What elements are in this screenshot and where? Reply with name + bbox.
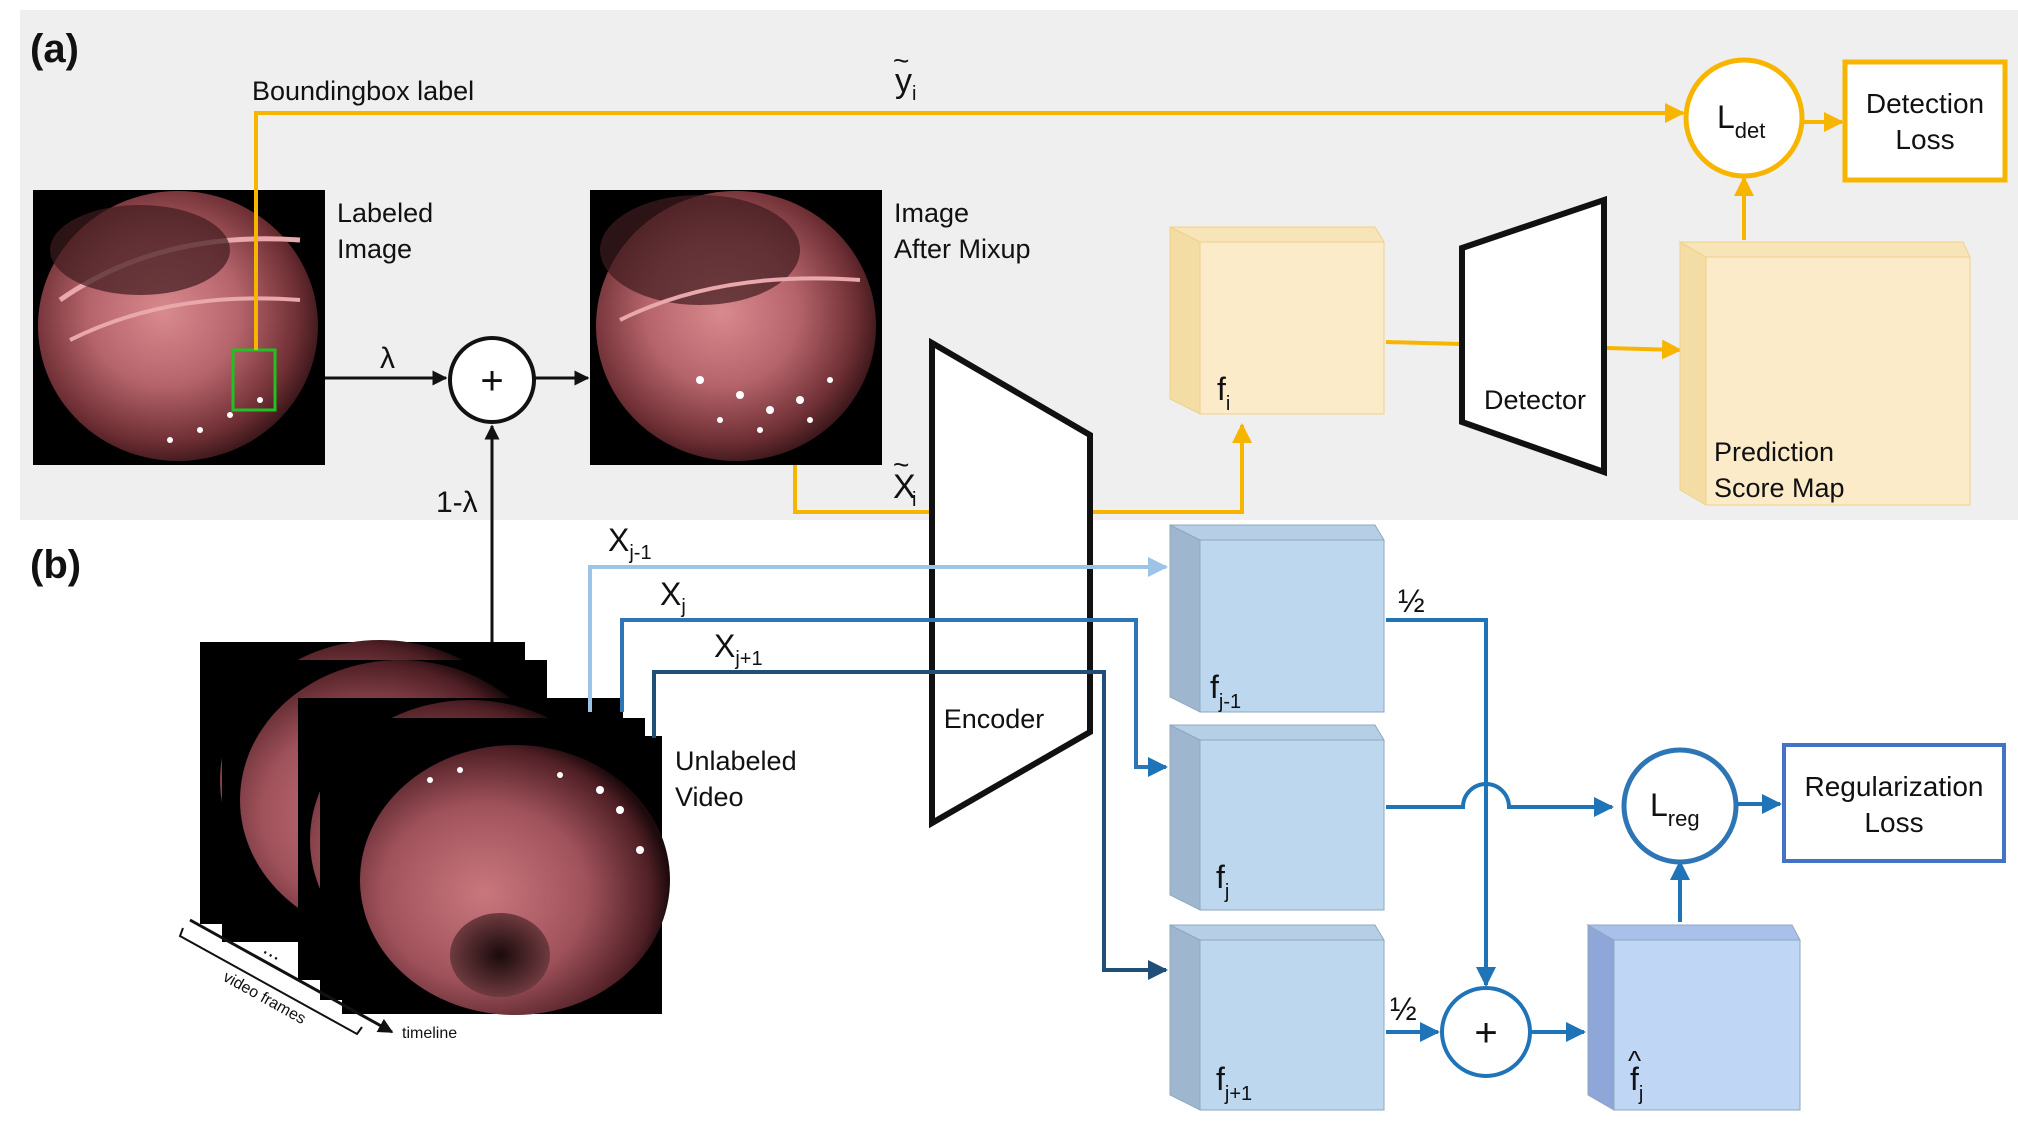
fj-minus1-to-sum-arrow <box>1386 618 1496 987</box>
labeled-image-label-2: Image <box>337 234 412 264</box>
feature-fj <box>1169 724 1385 911</box>
svg-text:i: i <box>912 489 916 511</box>
mixup-plus-node <box>448 336 536 424</box>
prediction-label-2: Score Map <box>1714 473 1845 503</box>
fj-to-lreg-arrow <box>1386 782 1614 817</box>
section-a-tag: (a) <box>30 27 79 71</box>
mixup-image-label-1: Image <box>894 198 969 228</box>
timeline-label: timeline <box>402 1025 457 1042</box>
fi-label: fi <box>1217 371 1230 415</box>
feature-fi <box>1169 226 1385 415</box>
x-tilde-label: X i ~ <box>893 449 916 511</box>
feature-fhat <box>1586 924 1801 1111</box>
fhat-hat: ^ <box>1628 1045 1641 1076</box>
feature-fj-minus1 <box>1169 524 1385 713</box>
detector-label: Detector <box>1484 385 1586 415</box>
regularization-loss-label-1: Regularization <box>1805 771 1984 802</box>
encoder-block <box>929 337 1093 829</box>
svg-text:X: X <box>893 468 916 506</box>
labeled-image-label-1: Labeled <box>337 198 433 228</box>
svg-text:y: y <box>895 62 912 100</box>
timeline-arrow <box>189 918 394 1034</box>
svg-text:Xj-1: Xj-1 <box>608 522 652 564</box>
lreg-node <box>1621 747 1739 865</box>
svg-text:i: i <box>912 83 916 105</box>
detection-loss-box <box>1842 59 2008 183</box>
xj-minus1-label: Xj-1 <box>608 522 652 564</box>
mixup-plus-label: + <box>480 359 503 403</box>
sum-node-label: + <box>1474 1011 1497 1055</box>
detector-block <box>1459 195 1607 477</box>
xj-label: Xj <box>660 576 686 618</box>
svg-text:~: ~ <box>893 449 909 480</box>
xj-minus1-arrow <box>588 557 1168 712</box>
ldet-node <box>1683 57 1805 179</box>
xj-plus1-label: Xj+1 <box>714 628 763 670</box>
prediction-score-map <box>1678 241 1971 506</box>
fj-label: fj <box>1216 859 1229 903</box>
labeled-image <box>33 190 325 465</box>
fj-plus1-label: fj+1 <box>1216 1061 1252 1105</box>
ldet-label: Ldet <box>1717 99 1765 143</box>
mixup-image <box>590 190 882 465</box>
lambda-label: λ <box>380 342 395 375</box>
mixup-image-label-2: After Mixup <box>894 234 1031 264</box>
detection-loss-label-1: Detection <box>1866 88 1984 119</box>
svg-text:Xj: Xj <box>660 576 686 618</box>
bbox-label-arrow <box>254 103 1685 350</box>
detection-loss-label-2: Loss <box>1895 124 1954 155</box>
feature-fj-plus1 <box>1169 924 1385 1111</box>
lreg-label: Lreg <box>1650 787 1700 831</box>
svg-text:~: ~ <box>893 45 909 76</box>
svg-text:Xj+1: Xj+1 <box>714 628 763 670</box>
y-tilde-label: y i ~ <box>893 45 916 105</box>
regularization-loss-label-2: Loss <box>1864 807 1923 838</box>
unlabeled-video-label-2: Video <box>675 782 744 812</box>
xj-arrow <box>620 618 1168 777</box>
video-frames-bracket <box>178 927 363 1036</box>
prediction-label-1: Prediction <box>1714 437 1834 467</box>
regularization-loss-box <box>1782 743 2006 863</box>
one-minus-lambda-label: 1-λ <box>436 486 478 519</box>
fhat-label: fj <box>1630 1061 1643 1105</box>
bbox-label: Boundingbox label <box>252 76 474 106</box>
unlabeled-video-frames <box>200 640 670 1015</box>
sum-node <box>1440 986 1532 1078</box>
unlabeled-video-label-1: Unlabeled <box>675 746 797 776</box>
half-top-label: ½ <box>1398 583 1425 619</box>
encoder-label: Encoder <box>944 704 1045 734</box>
half-bottom-label: ½ <box>1390 991 1417 1027</box>
xj-plus1-arrow <box>652 670 1168 980</box>
fj-minus1-label: fj-1 <box>1210 669 1241 713</box>
section-b-tag: (b) <box>30 543 81 587</box>
